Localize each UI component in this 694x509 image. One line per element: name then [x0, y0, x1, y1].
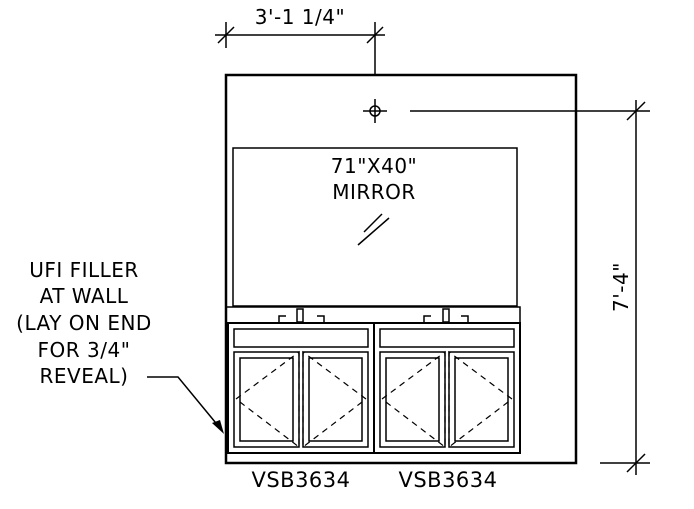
cabinet-2-door-right	[448, 351, 515, 448]
filler-note-line-1: UFI FILLER	[29, 258, 139, 282]
cabinet-2-door-left	[379, 351, 446, 448]
height-dimension-top-slash	[626, 101, 646, 121]
top-width-dimension: 3'-1 1/4"	[215, 5, 385, 75]
filler-note-line-4: FOR 3/4"	[38, 338, 131, 362]
cabinet-1-label: VSB3634	[251, 468, 350, 492]
faucet-left	[278, 308, 325, 323]
filler-leader-line	[147, 376, 221, 429]
cabinet-2-drawer-front	[379, 328, 515, 348]
height-dimension-bottom-slash	[626, 453, 646, 473]
mirror-frame	[232, 147, 518, 307]
cabinet-1-drawer-front	[233, 328, 369, 348]
mirror-glass-hatch-1	[363, 213, 383, 233]
vanity-cabinet-2	[373, 322, 521, 454]
filler-note: UFI FILLER AT WALL (LAY ON END FOR 3/4" …	[16, 258, 224, 434]
mirror: 71"X40" MIRROR	[232, 147, 518, 307]
wall-outline	[224, 73, 578, 465]
filler-note-line-2: AT WALL	[40, 284, 129, 308]
cabinet-2-box	[373, 322, 521, 454]
mirror-size-label: 71"X40"	[331, 154, 418, 178]
cabinet-2-label: VSB3634	[398, 468, 497, 492]
cabinet-1-box	[227, 322, 375, 454]
center-mark-symbol	[363, 99, 387, 123]
top-dimension-right-slash	[366, 26, 384, 44]
cabinet-1-door-left	[233, 351, 300, 448]
mirror-glass-hatch-2	[357, 217, 390, 246]
filler-leader-arrowhead	[212, 420, 224, 434]
filler-note-line-3: (LAY ON END	[16, 311, 152, 335]
vanity-cabinet-1	[227, 322, 375, 454]
filler-note-line-5: REVEAL)	[40, 364, 129, 388]
faucet-right	[423, 308, 469, 323]
height-dimension: 7'-4"	[410, 100, 650, 475]
cabinet-1-door-right	[302, 351, 369, 448]
top-width-label: 3'-1 1/4"	[255, 5, 345, 29]
top-dimension-left-slash	[217, 26, 235, 44]
mirror-name-label: MIRROR	[332, 180, 416, 204]
height-label: 7'-4"	[609, 262, 633, 312]
countertop	[225, 306, 521, 324]
